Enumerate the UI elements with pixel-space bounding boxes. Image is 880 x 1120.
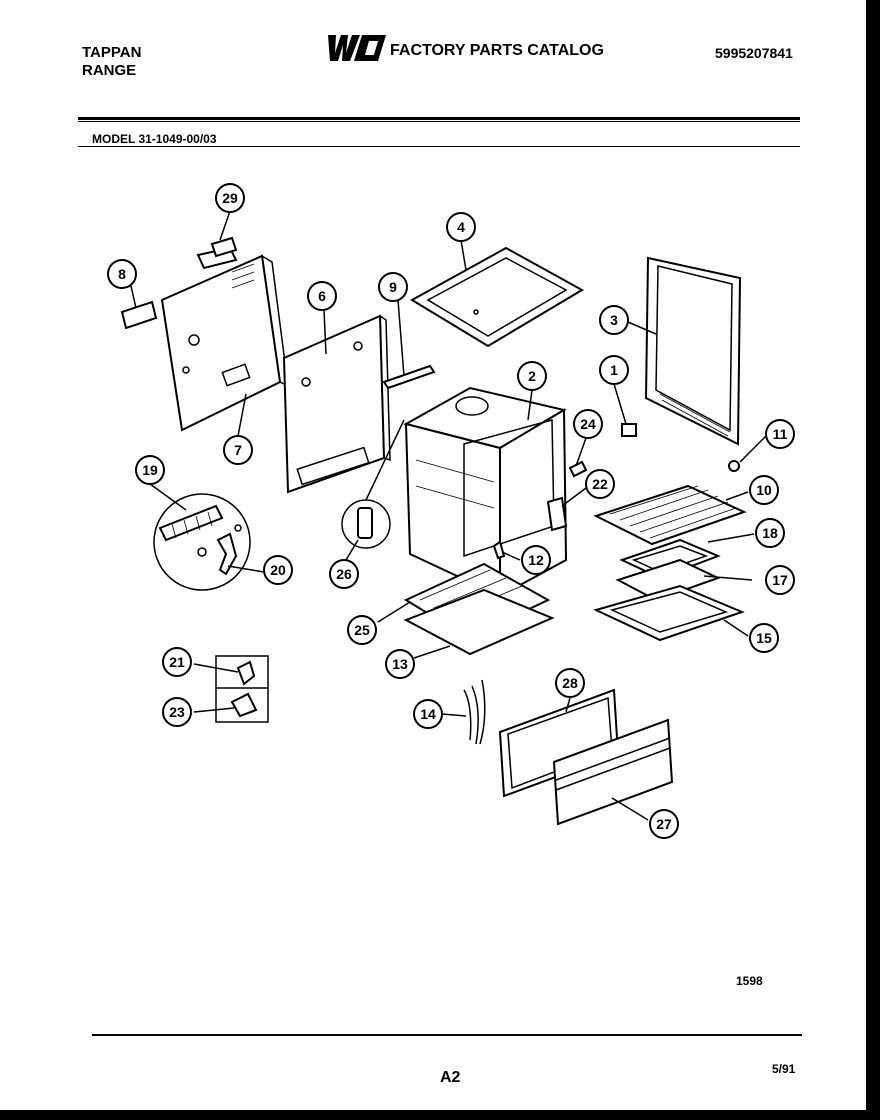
- detail-inset-circle: [153, 493, 251, 591]
- svg-text:15: 15: [756, 630, 772, 646]
- callout-20: 20: [263, 555, 293, 585]
- callout-22: 22: [585, 469, 615, 499]
- svg-text:19: 19: [142, 462, 158, 478]
- callout-4: 4: [446, 212, 476, 242]
- callout-8: 8: [107, 259, 137, 289]
- part-tray-13: [403, 588, 555, 656]
- part-drawer-front-27: [552, 718, 674, 826]
- callout-24: 24: [573, 409, 603, 439]
- svg-text:17: 17: [772, 572, 788, 588]
- callout-11: 11: [765, 419, 795, 449]
- callout-9: 9: [378, 272, 408, 302]
- model-label: MODEL 31-1049-00/03: [92, 132, 217, 146]
- svg-text:23: 23: [169, 704, 185, 720]
- callout-7: 7: [223, 435, 253, 465]
- callout-26: 26: [329, 559, 359, 589]
- part-top-tray-4: [410, 246, 585, 348]
- svg-text:21: 21: [169, 654, 185, 670]
- part-rack-10: [593, 484, 747, 546]
- svg-text:24: 24: [580, 416, 596, 432]
- svg-text:12: 12: [528, 552, 544, 568]
- part-back-panel: [160, 254, 289, 432]
- page-id: A2: [440, 1069, 461, 1086]
- model-rule: [78, 146, 800, 147]
- callout-28: 28: [555, 668, 585, 698]
- part-bracket-22: [546, 496, 568, 532]
- callout-2: 2: [517, 361, 547, 391]
- svg-text:13: 13: [392, 656, 408, 672]
- part-wires-14: [463, 679, 486, 745]
- callout-14: 14: [413, 699, 443, 729]
- svg-text:9: 9: [389, 279, 397, 295]
- brand-line-1: TAPPAN: [82, 44, 142, 61]
- callout-23: 23: [162, 697, 192, 727]
- part-pan-17: [615, 558, 721, 602]
- part-cover-8: [120, 300, 158, 330]
- part-clip-24: [568, 460, 588, 478]
- svg-text:25: 25: [354, 622, 370, 638]
- svg-text:8: 8: [118, 266, 126, 282]
- svg-text:20: 20: [270, 562, 286, 578]
- drawing-number: 1598: [736, 974, 763, 988]
- callout-19: 19: [135, 455, 165, 485]
- parts-box-21-23: [215, 655, 269, 723]
- part-11: [728, 460, 740, 472]
- catalog-title: FACTORY PARTS CATALOG: [390, 42, 604, 59]
- svg-text:11: 11: [773, 426, 788, 442]
- part-12: [492, 540, 506, 560]
- catalog-part-number: 5995207841: [715, 45, 793, 61]
- svg-text:10: 10: [756, 482, 772, 498]
- svg-text:27: 27: [656, 816, 672, 832]
- catalog-sheet: TAPPAN RANGE FACTORY PARTS CATALOG 59952…: [0, 0, 866, 1110]
- callout-13: 13: [385, 649, 415, 679]
- part-knob-1: [621, 423, 637, 437]
- part-oven-body-2: [403, 386, 568, 598]
- wci-logo: [328, 35, 386, 61]
- exploded-parts-diagram: 29 8 6 9 4 3 2 1 7 24 11 19 22 10 18 12 …: [107, 183, 795, 839]
- callout-10: 10: [749, 475, 779, 505]
- callout-29: 29: [215, 183, 245, 213]
- callout-12: 12: [521, 545, 551, 575]
- svg-text:3: 3: [610, 312, 618, 328]
- svg-text:1: 1: [610, 362, 618, 378]
- svg-text:7: 7: [234, 442, 242, 458]
- part-door-frame-3: [644, 256, 742, 446]
- header-rule: [78, 117, 800, 120]
- callout-3: 3: [599, 305, 629, 335]
- leader-lines: [130, 210, 767, 821]
- footer-rule: [92, 1034, 802, 1036]
- brand-line-2: RANGE: [82, 62, 137, 79]
- svg-text:22: 22: [592, 476, 608, 492]
- revision-date: 5/91: [772, 1062, 796, 1076]
- svg-text:26: 26: [336, 566, 352, 582]
- svg-text:14: 14: [420, 706, 436, 722]
- callout-18: 18: [755, 518, 785, 548]
- callout-21: 21: [162, 647, 192, 677]
- header-rule-thin: [78, 121, 800, 122]
- part-panel-6: [282, 314, 391, 494]
- svg-text:4: 4: [457, 219, 465, 235]
- callout-17: 17: [765, 565, 795, 595]
- callout-15: 15: [749, 623, 779, 653]
- svg-text:2: 2: [528, 368, 536, 384]
- callout-1: 1: [599, 355, 629, 385]
- detail-inset-circle-26: [341, 499, 391, 549]
- svg-text:6: 6: [318, 288, 326, 304]
- part-frame-15: [593, 584, 745, 642]
- callout-27: 27: [649, 809, 679, 839]
- callout-6: 6: [307, 281, 337, 311]
- svg-text:18: 18: [762, 525, 778, 541]
- callout-25: 25: [347, 615, 377, 645]
- part-bracket-29: [196, 236, 238, 270]
- part-strip-9: [382, 364, 436, 390]
- svg-text:28: 28: [562, 675, 578, 691]
- svg-text:29: 29: [222, 190, 238, 206]
